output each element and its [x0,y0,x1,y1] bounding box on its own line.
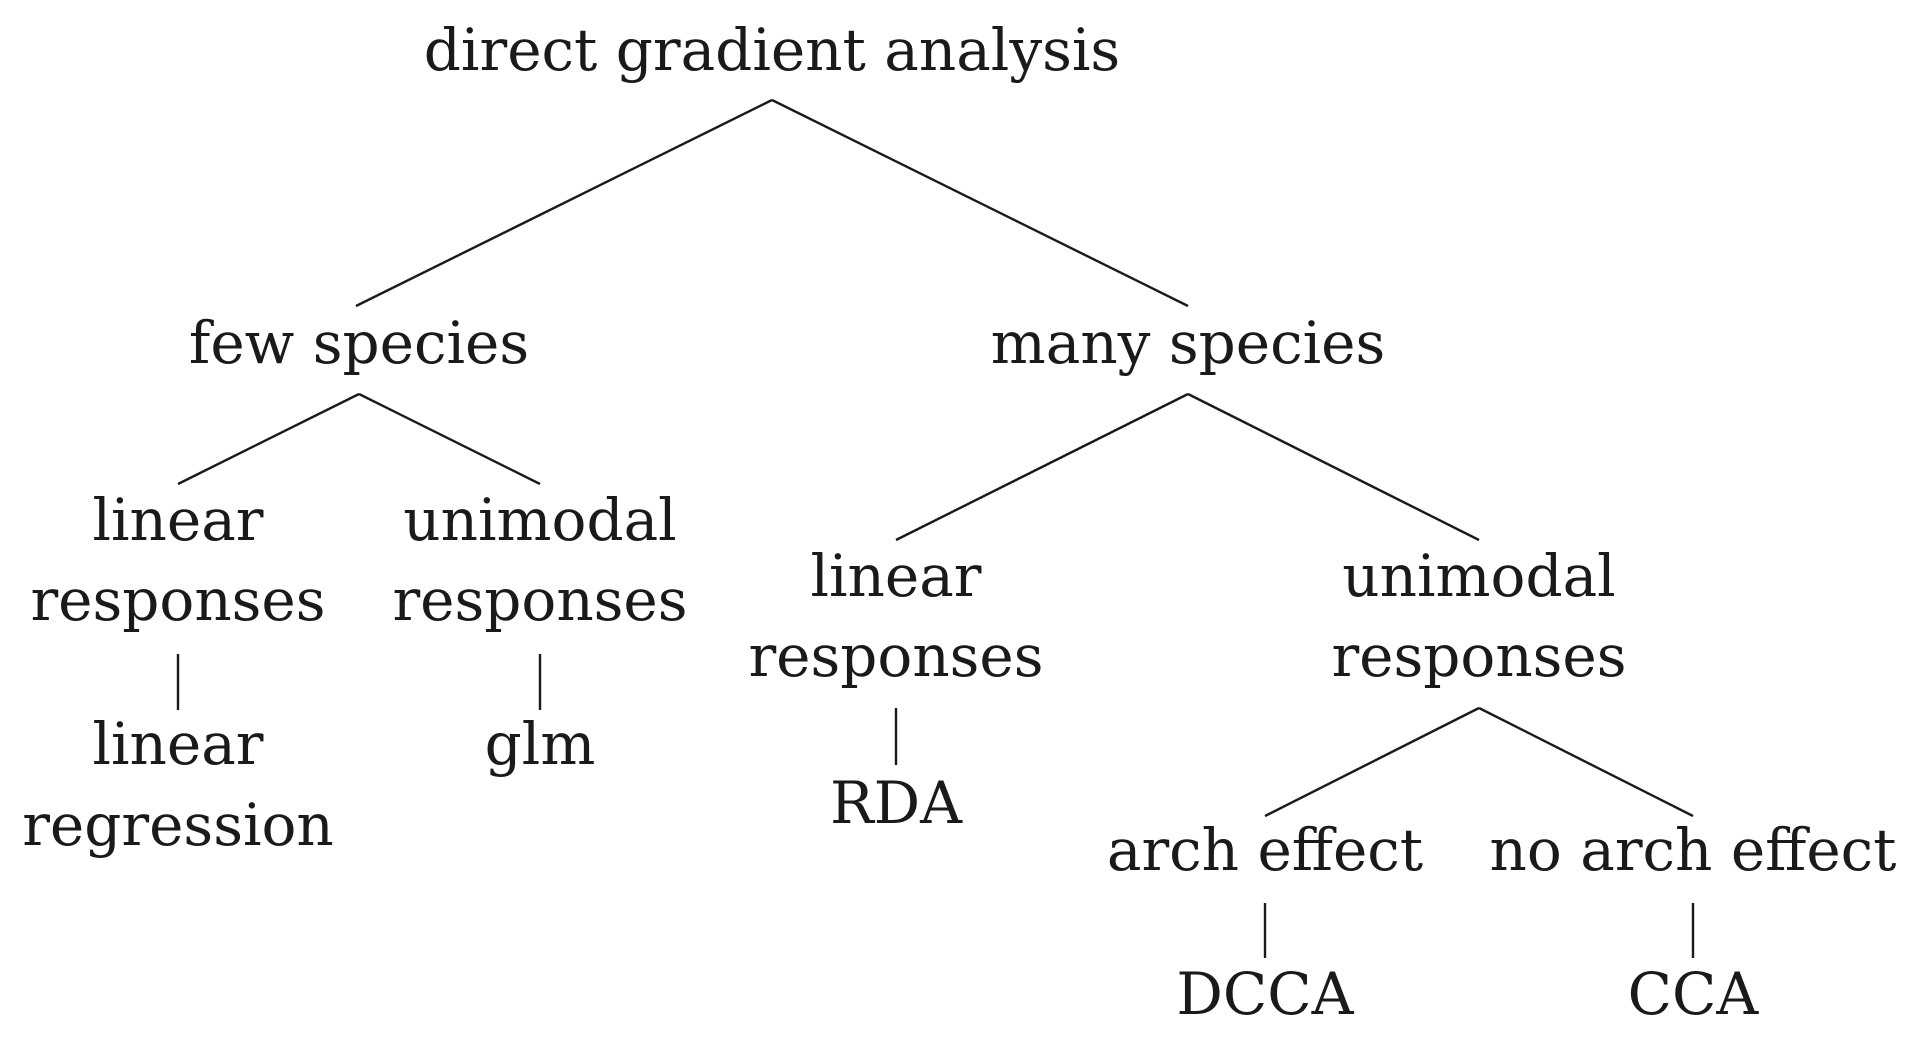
node-linear-regression-line2: regression [22,791,334,859]
node-many-unimodal-responses-line2: responses [1331,622,1626,690]
edge-root-few-species [355,98,773,308]
tree-edges [176,98,1695,958]
node-few-unimodal-responses-line1: unimodal [403,486,676,554]
node-dcca: DCCA [1176,960,1354,1028]
edge-many-species-linear [895,392,1189,542]
node-few-linear-responses-line2: responses [30,566,325,634]
edge-few-species-unimodal [358,392,541,486]
node-many-linear-responses-line1: linear [810,542,981,610]
node-few-species: few species [189,309,529,377]
node-many-unimodal-responses-line1: unimodal [1342,542,1615,610]
node-root: direct gradient analysis [424,16,1120,84]
node-rda: RDA [830,769,963,837]
node-many-linear-responses-line2: responses [748,622,1043,690]
node-arch-effect: arch effect [1107,816,1423,884]
node-glm: glm [485,710,596,778]
node-many-species: many species [991,309,1385,377]
edge-root-many-species [771,98,1189,308]
edge-many-unimodal-no-arch [1478,706,1694,818]
node-few-linear-responses-line1: linear [92,486,263,554]
edge-few-species-linear [177,392,360,486]
edge-many-species-unimodal [1187,392,1480,542]
tree-nodes: direct gradient analysis few species man… [22,16,1896,1028]
edge-many-unimodal-arch [1264,706,1480,818]
node-cca: CCA [1628,960,1760,1028]
node-no-arch-effect: no arch effect [1490,816,1897,884]
node-linear-regression-line1: linear [92,710,263,778]
node-few-unimodal-responses-line2: responses [392,566,687,634]
